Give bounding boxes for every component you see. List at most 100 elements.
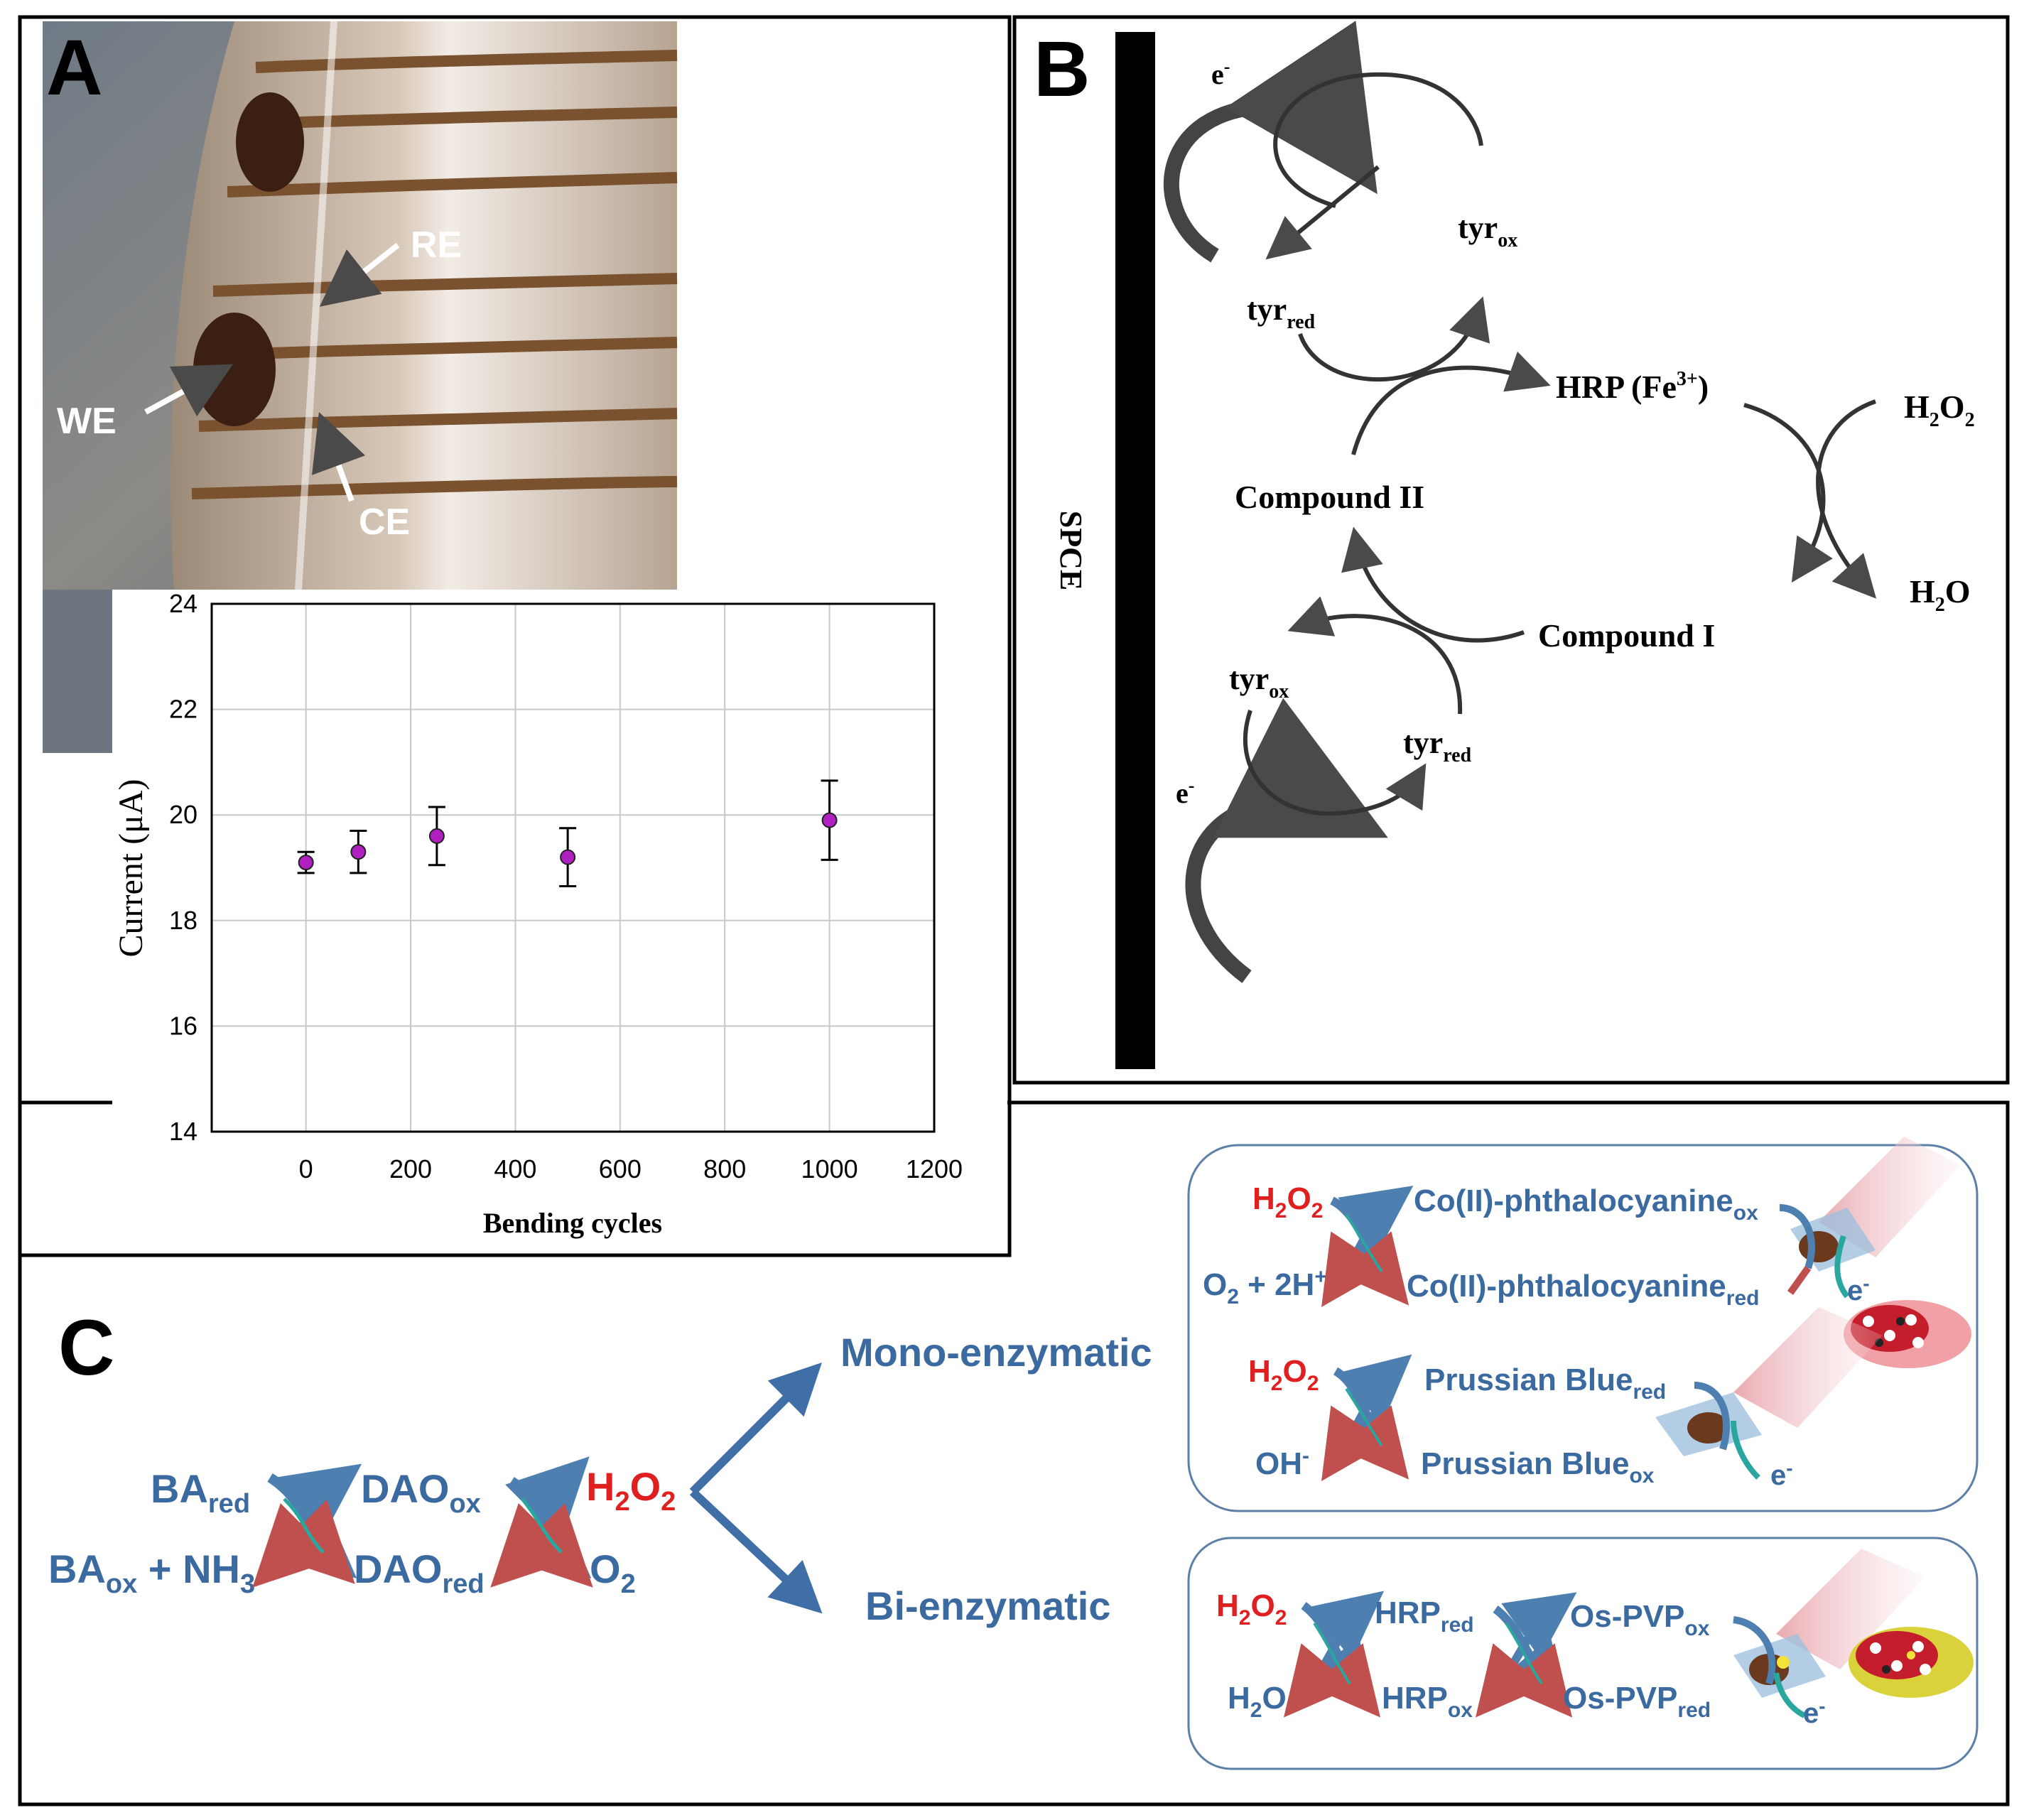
tyr-ox-bottom: tyrox — [1229, 661, 1289, 703]
x-tick-label: 600 — [599, 1154, 642, 1183]
tyr-cycle-top-right — [1298, 296, 1490, 382]
x-tick-label: 1000 — [801, 1154, 858, 1183]
panel-b-label: B — [1034, 26, 1090, 113]
tyr-cycle-bottom-left — [1243, 710, 1427, 816]
y-tick-label: 20 — [169, 800, 197, 829]
mono-oh: OH- — [1255, 1444, 1309, 1481]
we-pointer — [144, 364, 234, 417]
tyr-cycle-top-arrow-left — [1265, 165, 1380, 260]
data-points — [297, 779, 838, 888]
panel-c-border — [18, 1100, 2010, 1807]
prussian-red: Prussian Bluered — [1424, 1363, 1666, 1404]
ba-ox-nh3: BAox + NH3 — [48, 1547, 255, 1599]
sensor-strip-icon-1 — [1779, 1137, 1961, 1299]
data-point — [428, 828, 445, 844]
panel-a-label: A — [46, 24, 102, 112]
ce-pointer — [312, 411, 366, 502]
cross-arrow-mono-2 — [1321, 1354, 1412, 1481]
electrode-photo: RE WE CE — [43, 21, 678, 753]
tyr-cycle-top-left — [1273, 72, 1483, 208]
compound-ii-label: Compound II — [1235, 479, 1424, 515]
panel-c-label: C — [58, 1304, 114, 1392]
x-tick-label: 0 — [299, 1154, 313, 1183]
data-point — [350, 844, 367, 860]
spce-label: SPCE — [1054, 511, 1088, 590]
dao-ox: DAOox — [361, 1466, 481, 1519]
mono-h2o2-1: H2O2 — [1252, 1181, 1323, 1223]
cross-arrow-mono-1 — [1321, 1186, 1414, 1307]
mono-e-minus-1: e- — [1847, 1272, 1870, 1306]
tyr-red-top: tyrred — [1247, 292, 1316, 333]
cross-arrow-ba-dao — [252, 1463, 362, 1588]
y-tick-label: 18 — [169, 906, 197, 935]
h2o2-center: H2O2 — [586, 1464, 676, 1517]
y-tick-label: 14 — [169, 1117, 197, 1146]
plot-frame — [210, 602, 936, 1133]
y-tick-label: 24 — [169, 589, 197, 618]
sensor-strip-icon-3 — [1733, 1549, 1925, 1718]
bi-hrp-red: HRPred — [1375, 1596, 1474, 1637]
panel-b-diagram: B SPCE e- e- tyrox tyrred HRP (Fe3+) Com… — [1034, 21, 1975, 1069]
spce-electrode-bar — [1115, 32, 1155, 1069]
data-point — [298, 855, 314, 871]
working-electrode-disk — [193, 313, 276, 426]
cross-arrow-bi-1 — [1283, 1591, 1385, 1718]
bi-e-minus: e- — [1803, 1695, 1826, 1729]
panel-c-diagram: C BAred BAox + NH3 DAOox DAOred H2O2 O2 … — [48, 1137, 1979, 1770]
bi-os-pvp-ox: Os-PVPox — [1570, 1599, 1710, 1640]
sensor-strip-icon-2 — [1655, 1307, 1883, 1480]
y-axis-label: Current (μA) — [112, 779, 150, 958]
we-label: WE — [57, 401, 117, 442]
x-tick-label: 400 — [494, 1154, 536, 1183]
h2o2-label-b: H2O2 — [1904, 389, 1975, 431]
cross-arrow-dao-h2o2 — [490, 1456, 593, 1588]
bi-h2o2: H2O2 — [1216, 1588, 1287, 1630]
x-tick-label: 200 — [389, 1154, 432, 1183]
co-pc-red: Co(II)-phthalocyaninered — [1407, 1269, 1759, 1310]
x-tick-label: 800 — [703, 1154, 746, 1183]
hrp-input-arrow — [1351, 351, 1551, 455]
tyr-ox-top: tyrox — [1458, 210, 1517, 251]
tyr-red-bottom: tyrred — [1403, 725, 1472, 767]
y-tick-label: 22 — [169, 695, 197, 724]
electron-label-bottom: e- — [1176, 775, 1194, 809]
y-tick-labels: 14 16 18 20 22 24 — [169, 589, 197, 1146]
h2o2-cross-right — [1816, 399, 1877, 599]
working-electrode-upper — [236, 92, 304, 192]
h2o2-cross-left — [1743, 403, 1833, 583]
x-axis-label: Bending cycles — [483, 1207, 662, 1239]
data-point — [560, 849, 576, 865]
y-tick-label: 16 — [169, 1011, 197, 1040]
branch-arrow-mono — [689, 1363, 822, 1495]
ce-label: CE — [359, 502, 410, 543]
compound-i-label: Compound I — [1538, 617, 1715, 654]
bi-enzymatic-box — [1187, 1537, 1979, 1770]
mono-enzymatic-box — [1187, 1144, 1979, 1512]
mono-e-minus-2: e- — [1770, 1457, 1793, 1491]
h2o-label-b: H2O — [1910, 573, 1971, 616]
nanoparticle-yellow-icon — [1849, 1627, 1974, 1698]
dao-red: DAOred — [354, 1547, 485, 1599]
cross-arrow-bi-2 — [1475, 1592, 1577, 1718]
bi-h2o: H2O — [1228, 1681, 1287, 1722]
hrp-fe3-label: HRP (Fe3+) — [1556, 368, 1709, 405]
x-tick-label: 1200 — [906, 1154, 963, 1183]
electron-arrow-bottom — [1185, 698, 1388, 983]
prussian-ox: Prussian Blueox — [1421, 1446, 1655, 1488]
panel-b-border — [1012, 15, 2010, 1085]
electron-label-top: e- — [1211, 56, 1230, 90]
o2-center: O2 — [590, 1547, 636, 1599]
mono-o2-2h: O2 + 2H+ — [1203, 1265, 1327, 1309]
ba-red: BAred — [151, 1466, 250, 1519]
re-label: RE — [411, 224, 462, 266]
mono-h2o2-2: H2O2 — [1248, 1354, 1319, 1395]
branch-arrow-bi — [689, 1488, 823, 1614]
electron-arrow-top — [1164, 21, 1378, 263]
data-point — [821, 812, 838, 828]
mono-enzymatic-label: Mono-enzymatic — [840, 1330, 1152, 1375]
tyr-cycle-bottom-top — [1287, 596, 1463, 715]
bending-chart: 14 16 18 20 22 24 0 200 400 600 800 1000 1200 Curre… — [112, 589, 1007, 1250]
bi-hrp-ox: HRPox — [1382, 1681, 1473, 1722]
co-pc-ox: Co(II)-phthalocyanineox — [1414, 1183, 1758, 1225]
